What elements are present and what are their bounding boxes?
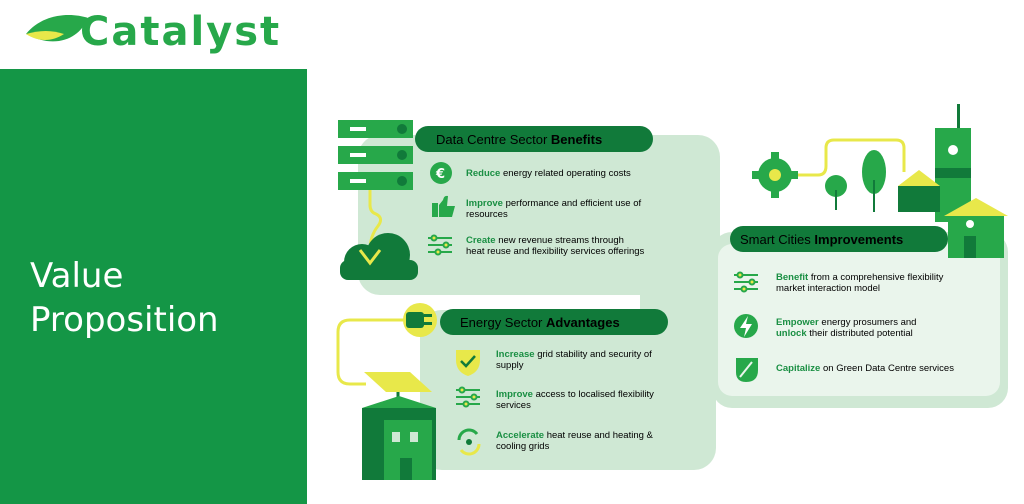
data-centre-title: Data Centre Sector Benefits <box>436 132 602 147</box>
dc-i3-kw: Create <box>466 235 496 246</box>
plug-cable <box>336 318 410 386</box>
sliders-icon <box>734 271 758 293</box>
en-i1-kw: Increase <box>496 349 535 360</box>
en-i3-l2: cooling grids <box>496 441 550 452</box>
tree-icon <box>825 150 886 212</box>
dc-i3-l1: new revenue streams through <box>496 235 624 246</box>
brand-name: Catalyst <box>80 9 282 55</box>
dc-item-2: Improve performance and efficient use of… <box>466 198 642 220</box>
solar-house-icon <box>362 372 436 480</box>
energy-panel <box>420 310 716 470</box>
recycle-icon <box>457 428 481 456</box>
title-panel <box>0 69 307 504</box>
dc-t1: Data Centre Sector <box>436 132 551 147</box>
sliders-icon <box>428 234 452 256</box>
dc-i1-kw: Reduce <box>466 168 500 179</box>
smart-cities-header-pill <box>730 226 948 252</box>
server-cable <box>368 190 383 262</box>
en-i2-kw: Improve <box>496 389 533 400</box>
sc-i3-l1: on Green Data Centre services <box>820 363 954 374</box>
sc-i2-kw: Empower <box>776 317 819 328</box>
server-rack-icon <box>338 120 413 190</box>
sc-i2-l1: energy prosumers and <box>819 317 917 328</box>
gear-icon <box>752 152 798 198</box>
energy-item-1: Increase grid stability and security of s… <box>496 349 652 371</box>
sc-i2-kw2: unlock <box>776 328 807 339</box>
slide-title-line-1: Value <box>30 256 124 296</box>
en-i2-l1: access to localised flexibility <box>533 389 654 400</box>
dc-item-1: Reduce energy related operating costs <box>466 168 631 179</box>
thumbs-up-icon <box>432 195 455 217</box>
sliders-icon <box>456 386 480 408</box>
smart-cities-item-2: Empower energy prosumers and unlock their… <box>776 317 916 339</box>
en-i1-l1: grid stability and security of <box>535 349 653 360</box>
sc-i2-l2: their distributed potential <box>807 328 913 339</box>
sc-i1-kw: Benefit <box>776 272 809 283</box>
slide-title-line-2: Proposition <box>30 300 219 340</box>
slide-title: Value Proposition <box>30 254 290 342</box>
leaf-logo-icon <box>26 15 88 42</box>
smart-cities-item-1: Benefit from a comprehensive flexibility… <box>776 272 944 294</box>
en-t1: Energy Sector <box>460 315 546 330</box>
dc-i1-l1: energy related operating costs <box>500 168 631 179</box>
dc-i2-kw: Improve <box>466 198 503 209</box>
smart-cities-title: Smart Cities Improvements <box>740 232 903 247</box>
energy-title: Energy Sector Advantages <box>460 315 620 330</box>
data-centre-header-pill <box>415 126 653 152</box>
catalyst-logo: Catalyst <box>22 8 292 56</box>
dc-i3-l2: heat reuse and flexibility services offe… <box>466 246 645 257</box>
sc-t1: Smart Cities <box>740 232 814 247</box>
sc-i1-l1: from a comprehensive flexibility <box>808 272 943 283</box>
en-t2: Advantages <box>546 315 620 330</box>
svg-text:€: € <box>435 167 445 182</box>
sc-t2: Improvements <box>814 232 903 247</box>
dc-t2: Benefits <box>551 132 602 147</box>
sc-i1-l2: market interaction model <box>776 283 880 294</box>
energy-item-3: Accelerate heat reuse and heating &cooli… <box>496 430 654 452</box>
en-i3-kw: Accelerate <box>496 430 544 441</box>
smart-cities-item-3: Capitalize on Green Data Centre services <box>776 363 954 374</box>
lightning-icon <box>734 314 758 338</box>
city-buildings-icon <box>898 104 1008 258</box>
en-i2-l2: services <box>496 400 531 411</box>
dc-i2-l2: resources <box>466 209 508 220</box>
energy-header-pill <box>440 309 668 335</box>
leaf-icon <box>736 358 758 382</box>
city-cable <box>790 138 906 177</box>
dc-i2-l1: performance and efficient use of <box>503 198 642 209</box>
shield-check-icon <box>456 350 480 376</box>
euro-icon: € <box>430 162 452 184</box>
smart-cities-panel <box>718 244 1000 396</box>
plug-icon <box>403 303 437 337</box>
en-i3-l1: heat reuse and heating & <box>544 430 653 441</box>
cloud-icon <box>340 233 418 280</box>
en-i1-l2: supply <box>496 360 524 371</box>
sc-i3-kw: Capitalize <box>776 363 820 374</box>
